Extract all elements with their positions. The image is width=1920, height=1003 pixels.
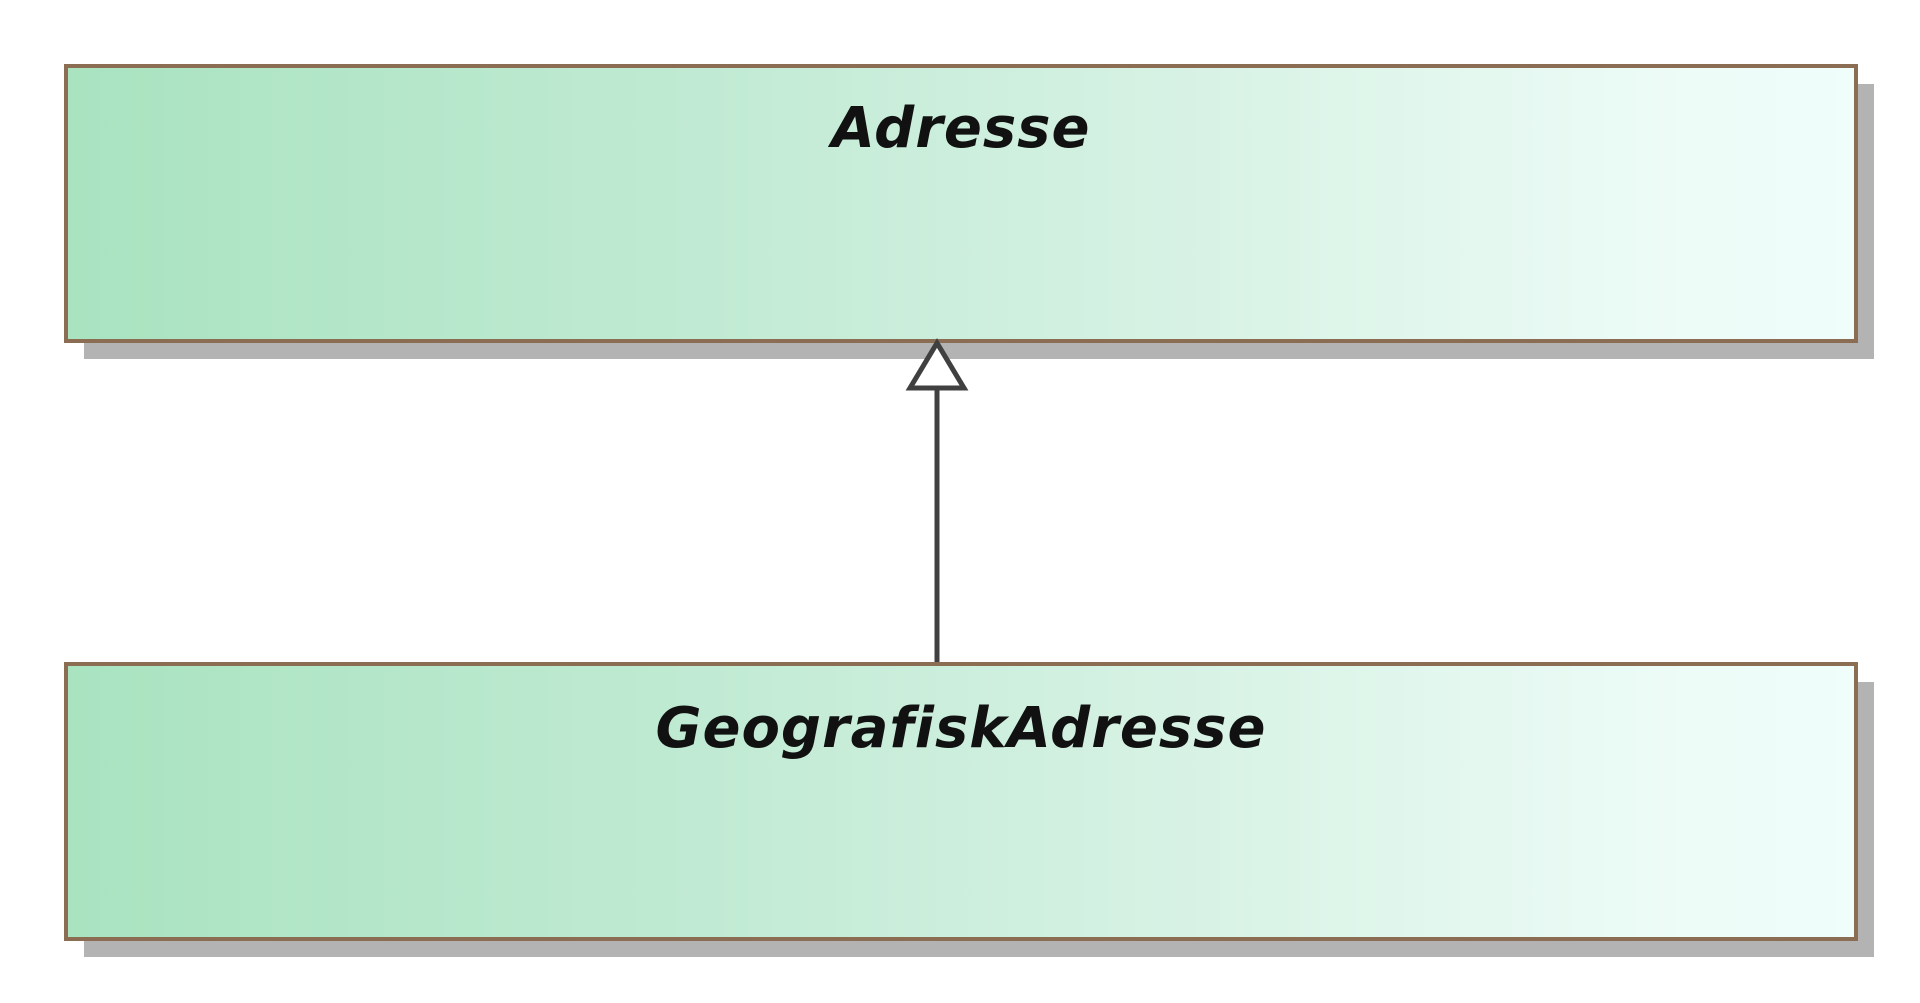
adresse-class-name: Adresse xyxy=(831,96,1091,161)
geografisk-adresse-class-box[interactable]: GeografiskAdresse xyxy=(64,662,1858,941)
geografisk-adresse-class-name: GeografiskAdresse xyxy=(655,696,1267,761)
adresse-class-box[interactable]: Adresse xyxy=(64,64,1858,343)
inheritance-arrowhead-icon xyxy=(905,338,969,391)
